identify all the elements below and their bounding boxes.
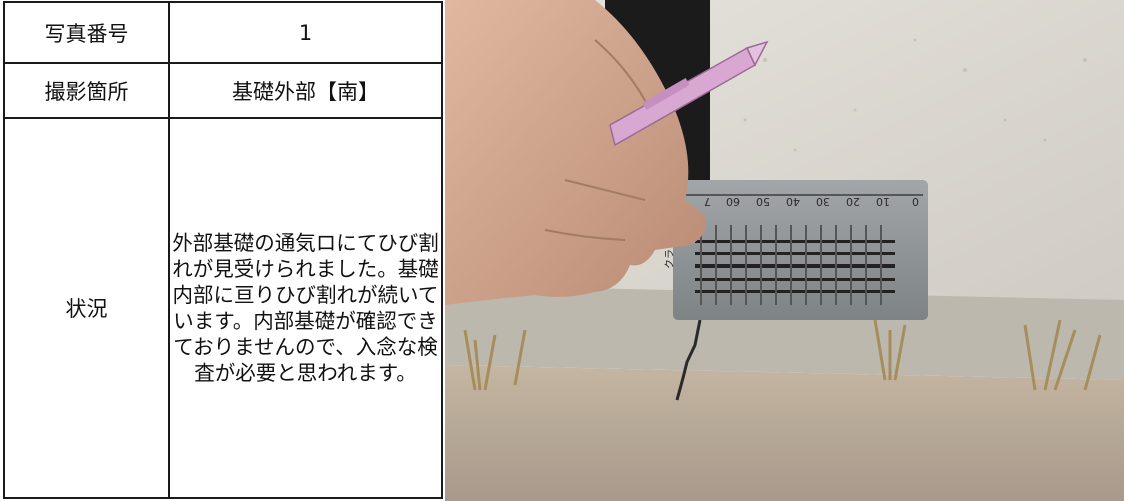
site-photo: 0 10 20 30 40 50 60 7: [445, 0, 1124, 501]
ground: [445, 365, 1124, 501]
ruler-labels: 0 10 20 30 40 50 60 7: [704, 195, 919, 208]
svg-text:60: 60: [726, 195, 740, 208]
photo-report-table: 写真番号 1 撮影箇所 基礎外部【南】 状況 外部基礎の通気ロにてひび割れが見受…: [3, 1, 443, 499]
svg-text:30: 30: [816, 195, 830, 208]
photo-number-value: 1: [168, 1, 443, 64]
crack-scale-card: 0 10 20 30 40 50 60 7: [664, 180, 928, 320]
photo-number-label: 写真番号: [3, 1, 170, 64]
location-label: 撮影箇所: [3, 62, 170, 119]
location-value: 基礎外部【南】: [168, 62, 443, 119]
svg-text:10: 10: [876, 195, 890, 208]
dry-grass: [463, 319, 1102, 391]
status-text: 外部基礎の通気ロにてひび割れが見受けられました。基礎内部に亘りひび割れが続いてい…: [172, 231, 439, 385]
crack-line: [675, 319, 702, 401]
hand: [445, 0, 706, 305]
gauge-lines: [695, 240, 895, 293]
foundation-ledge: [445, 285, 1124, 380]
status-label: 状況: [3, 117, 170, 499]
svg-text:50: 50: [756, 195, 770, 208]
svg-text:40: 40: [786, 195, 800, 208]
pen: [609, 40, 769, 147]
crack-photo-image: 0 10 20 30 40 50 60 7: [445, 0, 1124, 501]
concrete-texture: [743, 38, 1087, 152]
status-row: 状況 外部基礎の通気ロにてひび割れが見受けられました。基礎内部に亘りひび割れが続…: [3, 117, 443, 499]
svg-text:0: 0: [912, 195, 919, 208]
photo-number-row: 写真番号 1: [3, 1, 443, 64]
svg-text:20: 20: [846, 195, 860, 208]
gauge-ticks: [700, 225, 882, 305]
location-row: 撮影箇所 基礎外部【南】: [3, 62, 443, 119]
status-cell: 外部基礎の通気ロにてひび割れが見受けられました。基礎内部に亘りひび割れが続いてい…: [168, 117, 443, 499]
svg-text:7: 7: [704, 195, 711, 208]
